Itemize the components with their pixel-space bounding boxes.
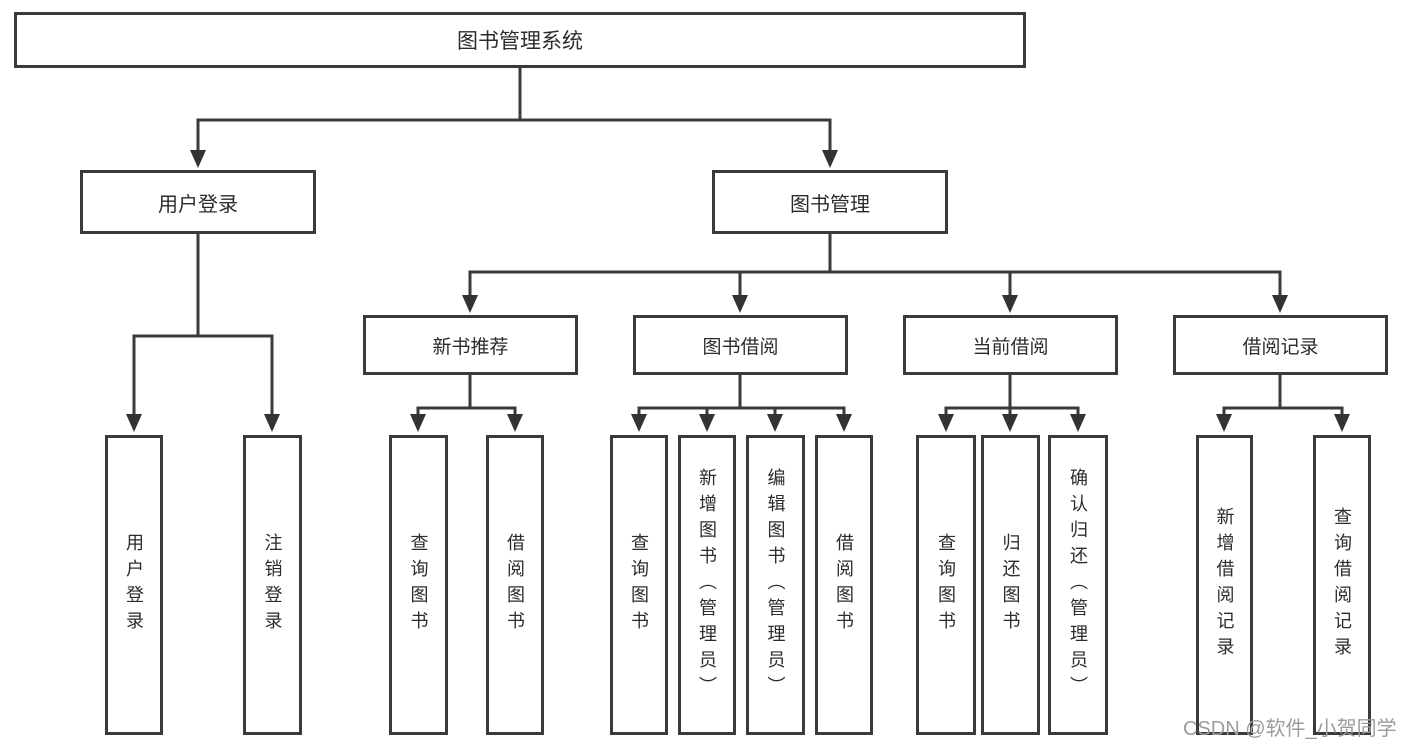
arrowhead: [1070, 414, 1086, 432]
arrowhead: [126, 414, 142, 432]
node-book-borrowing: 图书借阅: [633, 315, 848, 375]
leaf-add-borrow-record: 新增借阅记录: [1196, 435, 1253, 735]
csdn-watermark: CSDN @软件_小贺同学: [1183, 718, 1397, 740]
node-library-management-system: 图书管理系统: [14, 12, 1026, 68]
leaf-label: 查询图书: [936, 533, 956, 637]
leaf-add-books-admin: 新增图书（管理员）: [678, 435, 736, 735]
arrowhead: [938, 414, 954, 432]
arrowhead: [767, 414, 783, 432]
leaf-label: 借阅图书: [834, 533, 854, 637]
arrowhead: [1216, 414, 1232, 432]
arrowhead: [1334, 414, 1350, 432]
leaf-label: 用户登录: [124, 533, 144, 637]
leaf-label: 新增借阅记录: [1214, 507, 1235, 663]
leaf-label: 查询图书: [629, 533, 649, 637]
leaf-logout: 注销登录: [243, 435, 302, 735]
leaf-label: 归还图书: [1000, 533, 1021, 637]
arrowhead: [699, 414, 715, 432]
node-current-borrowing: 当前借阅: [903, 315, 1118, 375]
node-borrowing-records: 借阅记录: [1173, 315, 1388, 375]
node-book-management: 图书管理: [712, 170, 948, 234]
leaf-confirm-return-admin: 确认归还（管理员）: [1048, 435, 1108, 735]
leaf-query-books-current: 查询图书: [916, 435, 976, 735]
leaf-query-borrow-record: 查询借阅记录: [1313, 435, 1371, 735]
arrowhead: [190, 150, 206, 168]
leaf-return-books: 归还图书: [981, 435, 1040, 735]
connector-group-bar: [637, 406, 846, 416]
connector-group-bar: [1222, 406, 1344, 416]
leaf-borrow-books-recommend: 借阅图书: [486, 435, 544, 735]
node-new-book-recommend: 新书推荐: [363, 315, 578, 375]
arrowhead: [1002, 295, 1018, 313]
connector-group-bar: [416, 406, 517, 416]
arrowhead: [264, 414, 280, 432]
arrowhead: [1272, 295, 1288, 313]
leaf-borrow-books-borrowing: 借阅图书: [815, 435, 873, 735]
leaf-user-login: 用户登录: [105, 435, 163, 735]
arrowhead: [462, 295, 478, 313]
leaf-edit-books-admin: 编辑图书（管理员）: [746, 435, 805, 735]
leaf-label: 注销登录: [262, 533, 283, 637]
leaf-label: 确认归还（管理员）: [1068, 468, 1088, 702]
leaf-label: 新增图书（管理员）: [697, 468, 717, 702]
arrowhead: [732, 295, 748, 313]
leaf-label: 查询图书: [408, 533, 429, 637]
leaf-label: 查询借阅记录: [1332, 507, 1352, 663]
connector-userlogin-bar: [132, 334, 274, 416]
connector-group-bar: [944, 406, 1080, 416]
leaf-query-books-recommend: 查询图书: [389, 435, 448, 735]
arrowhead: [1002, 414, 1018, 432]
connector-level3-bar: [468, 270, 1282, 297]
arrowhead: [822, 150, 838, 168]
node-user-login: 用户登录: [80, 170, 316, 234]
leaf-label: 编辑图书（管理员）: [765, 468, 786, 702]
arrowhead: [836, 414, 852, 432]
connector-level2-bar: [196, 118, 832, 152]
leaf-label: 借阅图书: [505, 533, 525, 637]
arrowhead: [507, 414, 523, 432]
arrowhead: [631, 414, 647, 432]
arrowhead: [410, 414, 426, 432]
leaf-query-books-borrowing: 查询图书: [610, 435, 668, 735]
